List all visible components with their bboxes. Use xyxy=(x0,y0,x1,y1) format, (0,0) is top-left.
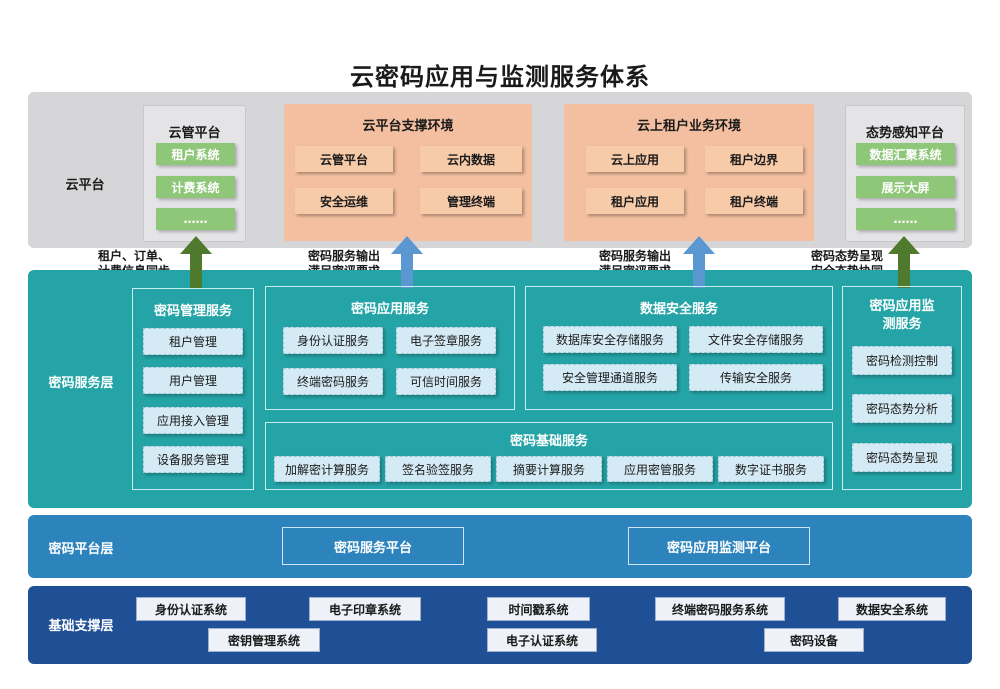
crypto-monitor-title-line1: 密码应用监 xyxy=(869,299,935,314)
display-screen-button[interactable]: 展示大屏 xyxy=(856,176,955,198)
cloud-app-button[interactable]: 云上应用 xyxy=(586,146,684,172)
data-security-title: 数据安全服务 xyxy=(639,301,718,317)
crypto-monitor-platform-button[interactable]: 密码应用监测平台 xyxy=(628,527,810,565)
identity-auth-system[interactable]: 身份认证系统 xyxy=(136,597,246,621)
crypto-situation-analysis-button[interactable]: 密码态势分析 xyxy=(852,394,952,423)
app-key-mgmt-button[interactable]: 应用密管服务 xyxy=(607,456,713,482)
app-access-mgmt-button[interactable]: 应用接入管理 xyxy=(143,407,243,434)
e-seal-system[interactable]: 电子印章系统 xyxy=(309,597,421,621)
arrow-note-2-line1: 密码服务输出 xyxy=(307,249,380,263)
crypto-monitor-title-line2: 测服务 xyxy=(882,317,922,332)
digest-compute-button[interactable]: 摘要计算服务 xyxy=(496,456,602,482)
digital-cert-button[interactable]: 数字证书服务 xyxy=(718,456,824,482)
mgmt-terminal-button[interactable]: 管理终端 xyxy=(420,188,522,214)
diagram-title: 云密码应用与监测服务体系 xyxy=(350,62,650,91)
tenant-terminal-button[interactable]: 租户终端 xyxy=(705,188,803,214)
arrow-note-4-line1: 密码态势呈现 xyxy=(810,249,883,263)
situation-title: 态势感知平台 xyxy=(865,125,944,141)
data-security-panel xyxy=(525,286,833,410)
crypto-situation-display-button[interactable]: 密码态势呈现 xyxy=(852,443,952,472)
secure-mgmt-channel-button[interactable]: 安全管理通道服务 xyxy=(543,364,677,391)
crypto-basic-panel xyxy=(265,422,833,490)
terminal-crypto-button[interactable]: 终端密码服务 xyxy=(283,368,383,395)
arrow-note-3-line1: 密码服务输出 xyxy=(598,249,671,263)
security-ops-button[interactable]: 安全运维 xyxy=(295,188,393,214)
crypto-detect-control-button[interactable]: 密码检测控制 xyxy=(852,346,952,375)
timestamp-system[interactable]: 时间戳系统 xyxy=(487,597,590,621)
tenant-system-button[interactable]: 租户系统 xyxy=(156,143,235,165)
device-service-mgmt-button[interactable]: 设备服务管理 xyxy=(143,446,243,473)
identity-auth-button[interactable]: 身份认证服务 xyxy=(283,327,383,354)
crypto-monitor-panel xyxy=(842,286,962,490)
e-signature-button[interactable]: 电子签章服务 xyxy=(396,327,496,354)
crypto-basic-title: 密码基础服务 xyxy=(509,433,588,449)
more-situation-button[interactable]: …… xyxy=(856,208,955,230)
base-layer-label: 基础支撑层 xyxy=(48,618,114,634)
cloud-data-button[interactable]: 云内数据 xyxy=(420,146,522,172)
crypto-platform-band xyxy=(28,515,972,578)
db-secure-storage-button[interactable]: 数据库安全存储服务 xyxy=(543,326,677,353)
crypto-app-title: 密码应用服务 xyxy=(350,301,429,317)
data-security-system[interactable]: 数据安全系统 xyxy=(838,597,946,621)
billing-system-button[interactable]: 计费系统 xyxy=(156,176,235,198)
trusted-time-button[interactable]: 可信时间服务 xyxy=(396,368,496,395)
tenant-boundary-button[interactable]: 租户边界 xyxy=(705,146,803,172)
crypto-service-platform-button[interactable]: 密码服务平台 xyxy=(282,527,464,565)
transmission-security-button[interactable]: 传输安全服务 xyxy=(689,364,823,391)
sign-verify-button[interactable]: 签名验签服务 xyxy=(385,456,491,482)
platform-layer-label: 密码平台层 xyxy=(48,541,114,557)
arrow-note-1-line1: 租户、订单、 xyxy=(97,249,170,263)
more-button[interactable]: …… xyxy=(156,208,235,230)
tenant-app-button[interactable]: 租户应用 xyxy=(586,188,684,214)
cloud-layer-label: 云平台 xyxy=(65,177,105,193)
user-mgmt-button[interactable]: 用户管理 xyxy=(143,367,243,394)
cloud-mgmt-platform-button[interactable]: 云管平台 xyxy=(295,146,393,172)
terminal-crypto-system[interactable]: 终端密码服务系统 xyxy=(655,597,785,621)
crypto-device[interactable]: 密码设备 xyxy=(764,628,864,652)
up-arrow-green-icon xyxy=(888,236,920,288)
key-mgmt-system[interactable]: 密钥管理系统 xyxy=(208,628,320,652)
service-layer-label: 密码服务层 xyxy=(48,375,114,391)
file-secure-storage-button[interactable]: 文件安全存储服务 xyxy=(689,326,823,353)
up-arrow-blue-icon xyxy=(391,236,423,288)
data-aggregation-button[interactable]: 数据汇聚系统 xyxy=(856,143,955,165)
cloud-mgmt-title: 云管平台 xyxy=(168,125,221,141)
crypto-monitor-title: 密码应用监 测服务 xyxy=(842,298,962,338)
encrypt-decrypt-button[interactable]: 加解密计算服务 xyxy=(274,456,380,482)
up-arrow-green-icon xyxy=(180,236,212,288)
support-env-title: 云平台支撑环境 xyxy=(362,118,454,134)
tenant-env-title: 云上租户业务环境 xyxy=(636,118,741,134)
crypto-mgmt-title: 密码管理服务 xyxy=(153,303,232,319)
up-arrow-blue-icon xyxy=(683,236,715,288)
support-env-panel xyxy=(284,104,532,241)
tenant-env-panel xyxy=(564,104,814,241)
e-auth-system[interactable]: 电子认证系统 xyxy=(487,628,597,652)
crypto-mgmt-panel xyxy=(132,288,254,490)
tenant-mgmt-button[interactable]: 租户管理 xyxy=(143,328,243,355)
crypto-app-panel xyxy=(265,286,515,410)
